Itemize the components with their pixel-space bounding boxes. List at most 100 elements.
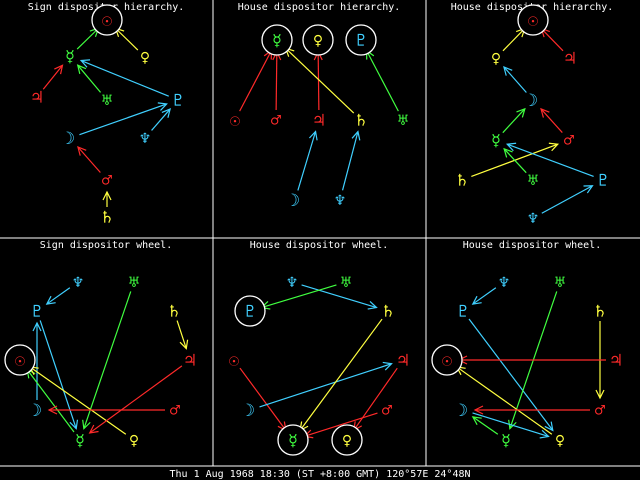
venus-icon: ♀: [342, 431, 352, 451]
arrow-jupiter-to-mercury: [88, 365, 183, 434]
arrow-neptune-to-pluto: [151, 108, 172, 131]
planet-mercury: ☿: [277, 424, 309, 456]
moon-icon: ☽: [458, 401, 468, 421]
arrow-shaft: [304, 412, 378, 437]
panel-title: Sign dispositor wheel.: [40, 240, 172, 251]
planet-sun: ☉: [91, 4, 123, 36]
planet-neptune: ♆: [73, 273, 83, 293]
arrow-head: [82, 419, 91, 430]
planet-jupiter: ♃: [32, 88, 42, 108]
ring-circle: [91, 4, 123, 36]
arrow-mars-to-moon: [540, 107, 563, 133]
arrow-head: [45, 295, 56, 305]
arrow-uranus-to-mercury: [82, 291, 132, 430]
arrow-head: [161, 108, 172, 118]
planet-jupiter: ♃: [314, 111, 324, 131]
arrow-moon-to-jupiter: [297, 130, 318, 191]
arrow-head: [69, 419, 79, 430]
pluto-icon: ♇: [173, 91, 183, 111]
planet-pluto: ♇: [345, 24, 377, 56]
planet-jupiter: ♃: [398, 351, 408, 371]
panel-house-wheel-1: House dispositor wheel.♆♅♇♄☉♃☽♂☿♀: [229, 240, 408, 456]
moon-icon: ☽: [245, 401, 255, 421]
planet-sun: ☉: [4, 344, 36, 376]
jupiter-icon: ♃: [565, 49, 575, 69]
arrow-head: [77, 145, 87, 156]
planet-neptune: ♆: [528, 209, 538, 229]
arrow-shaft: [259, 363, 392, 408]
arrow-shaft: [26, 369, 75, 433]
planet-pluto: ♇: [234, 295, 266, 327]
sun-icon: ☉: [15, 351, 25, 371]
pluto-icon: ♇: [458, 302, 468, 322]
arrow-uranus-to-mercury: [76, 64, 102, 93]
arrow-head: [548, 142, 560, 152]
planet-saturn: ♄: [169, 302, 179, 322]
planet-uranus: ♅: [129, 273, 140, 293]
arrow-head: [473, 405, 484, 415]
arrow-moon-to-jupiter: [259, 361, 393, 408]
mercury-icon: ☿: [65, 47, 75, 67]
ring-circle: [302, 24, 334, 56]
arrow-mars-to-moon: [47, 405, 165, 415]
arrow-mercury-to-moon: [471, 416, 499, 435]
planet-mars: ♂: [271, 111, 282, 131]
panel-title: House dispositor wheel.: [250, 240, 388, 251]
mercury-icon: ☿: [288, 431, 298, 451]
planet-saturn: ♄: [457, 171, 467, 191]
arrow-shaft: [77, 64, 102, 93]
ring-circle: [261, 24, 293, 56]
arrow-head: [54, 64, 64, 75]
ring-circle: [431, 344, 463, 376]
arrow-saturn-to-jupiter: [176, 320, 189, 350]
arrow-jupiter-to-mercury: [42, 64, 64, 90]
pluto-icon: ♇: [32, 302, 42, 322]
saturn-icon: ♄: [383, 302, 393, 322]
arrow-shaft: [353, 367, 398, 431]
jupiter-icon: ♃: [32, 88, 42, 108]
planet-uranus: ♅: [102, 91, 113, 111]
uranus-icon: ♅: [398, 111, 409, 131]
arrow-neptune-to-pluto: [45, 287, 71, 305]
arrow-shaft: [83, 291, 132, 429]
mercury-icon: ☿: [272, 31, 282, 51]
planet-jupiter: ♃: [185, 351, 195, 371]
planet-pluto: ♇: [32, 302, 42, 322]
planet-neptune: ♆: [499, 273, 509, 293]
planet-moon: ☽: [65, 129, 75, 149]
arrow-shaft: [502, 108, 526, 134]
planet-moon: ☽: [32, 401, 42, 421]
arrow-mars-to-moon: [77, 145, 101, 173]
arrow-head: [382, 361, 393, 371]
ring-circle: [234, 295, 266, 327]
planet-jupiter: ♃: [611, 351, 621, 371]
planet-sun: ☉: [229, 351, 239, 371]
jupiter-icon: ♃: [185, 351, 195, 371]
planet-neptune: ♆: [287, 273, 297, 293]
arrow-head: [102, 190, 112, 201]
arrow-head: [540, 107, 550, 118]
neptune-icon: ♆: [499, 273, 509, 293]
arrow-shaft: [176, 320, 187, 349]
arrow-shaft: [79, 103, 167, 136]
arrow-shaft: [261, 284, 337, 309]
uranus-icon: ♅: [528, 171, 539, 191]
planet-moon: ☽: [290, 191, 300, 211]
arrow-shaft: [29, 366, 127, 435]
arrow-head: [367, 300, 378, 310]
planet-pluto: ♇: [598, 171, 608, 191]
planet-mars: ♂: [102, 171, 113, 191]
uranus-icon: ♅: [341, 273, 352, 293]
planet-venus: ♀: [302, 24, 334, 56]
planet-mercury: ☿: [65, 47, 75, 67]
moon-icon: ☽: [32, 401, 42, 421]
ring-circle: [345, 24, 377, 56]
saturn-icon: ♄: [356, 111, 366, 131]
arrow-head: [508, 419, 517, 430]
arrow-neptune-to-saturn: [301, 284, 378, 310]
planet-jupiter: ♃: [565, 49, 575, 69]
panel-sign-wheel: Sign dispositor wheel.♆♅♇♄☉♃☽♂☿♀: [4, 240, 195, 451]
mars-icon: ♂: [102, 171, 113, 191]
moon-icon: ☽: [528, 91, 538, 111]
